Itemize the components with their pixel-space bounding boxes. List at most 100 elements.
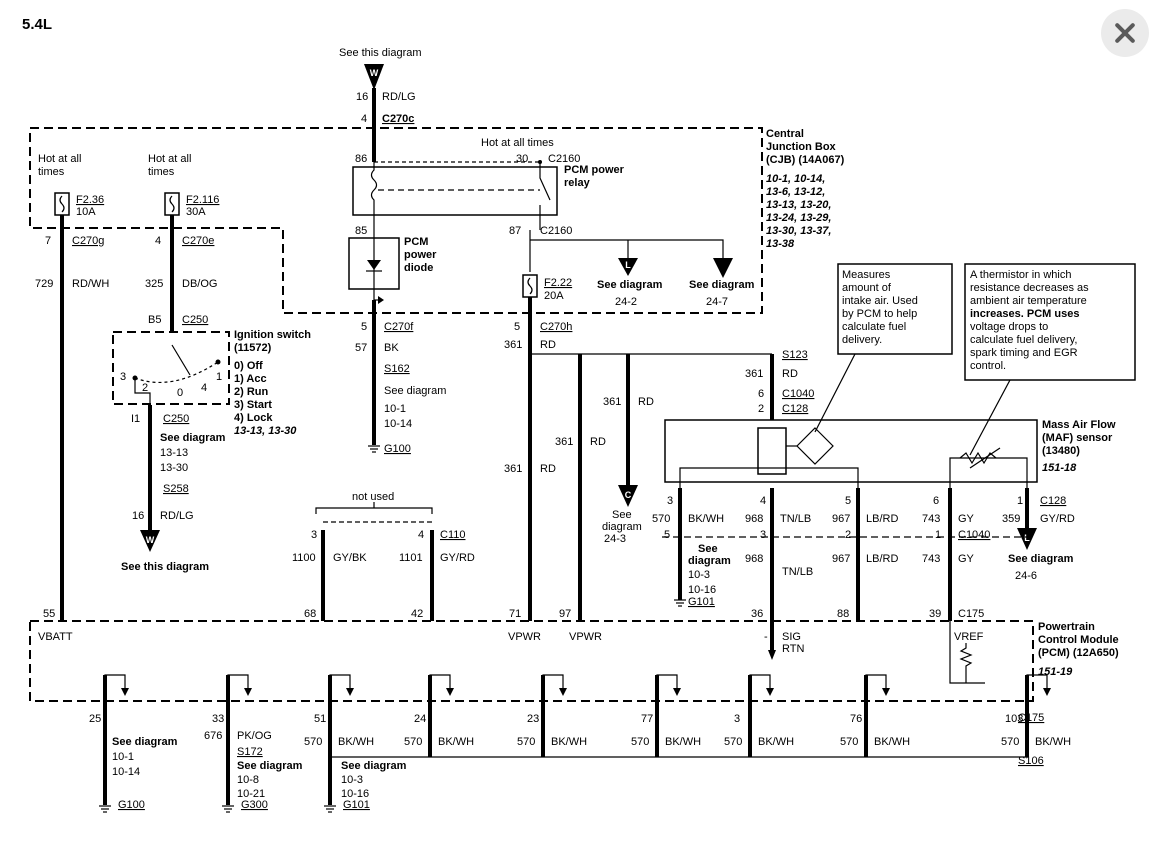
maf-ground: G101: [688, 596, 715, 608]
vpwr-see-1: See: [612, 509, 632, 521]
top-see-label: See this diagram: [339, 47, 422, 59]
bat-color: BK: [384, 342, 399, 354]
bottom-circuit: 570: [304, 736, 322, 748]
bottom-pin: 51: [314, 713, 326, 725]
maf-pin-4: 4: [760, 495, 766, 507]
pcm-conn: C175: [958, 608, 984, 620]
vpwr-c2: 361: [555, 436, 573, 448]
relay-pin86: 86: [355, 153, 367, 165]
ign-see-3: 13-30: [160, 462, 188, 474]
bottom-color: BK/WH: [1035, 736, 1071, 748]
note1-5: calculate fuel: [842, 321, 906, 333]
arrow-icon: [882, 688, 890, 696]
connector-arrow-solid: [713, 258, 733, 278]
ign-out-link: [134, 378, 151, 410]
wire-color: RD/LG: [382, 91, 416, 103]
wire-num: 16: [356, 91, 368, 103]
bat-see-1: See diagram: [384, 385, 446, 397]
maf-c967-2: LB/RD: [866, 553, 898, 565]
ign-switch-arm: [171, 344, 191, 376]
hot1-pin: 7: [45, 235, 51, 247]
vref-resistor-icon: [949, 621, 985, 684]
connector-letter: W: [370, 68, 379, 78]
maf-bridge-icon: [796, 427, 834, 465]
hot1-fuse: F2.36: [76, 194, 104, 206]
connector-arrow-l: [618, 258, 638, 276]
cjb-ref-5: 13-30, 13-37,: [766, 225, 831, 237]
s172: S172: [237, 746, 263, 758]
maf-w967: 967: [832, 513, 850, 525]
notused-pcm2: 42: [411, 608, 423, 620]
bottom-circuit: 570: [517, 736, 535, 748]
arrow-icon: [1043, 688, 1051, 696]
bottom-pin: 103: [1005, 713, 1023, 725]
g2-see-3: 10-21: [237, 788, 265, 800]
maf-element: [757, 427, 787, 475]
vpwr-c1: 361: [504, 463, 522, 475]
pcm-pin36: 36: [751, 608, 763, 620]
maf-c570: BK/WH: [688, 513, 724, 525]
notused-pin4: 4: [418, 529, 424, 541]
ign-pos-0: 0) Off: [234, 360, 263, 372]
close-button[interactable]: [1101, 9, 1149, 57]
s123-pin2: 2: [758, 403, 764, 415]
pcm-outline: [29, 620, 1034, 702]
pcm-pin39: 39: [929, 608, 941, 620]
ign-conn: C250: [182, 314, 208, 326]
ign-color: RD/LG: [160, 510, 194, 522]
maf-w570: 570: [652, 513, 670, 525]
bottom-pin: 25: [89, 713, 101, 725]
maf-see-1: See: [698, 543, 718, 555]
bottom-circuit: 570: [1001, 736, 1019, 748]
engine-label: 5.4L: [22, 16, 53, 33]
fuse222-see1-a: See diagram: [597, 279, 663, 291]
note1-6: delivery.: [842, 334, 882, 346]
cjb-ref-1: 10-1, 10-14,: [766, 173, 825, 185]
ground-icon: [368, 445, 380, 453]
maf-letter: L: [1024, 533, 1030, 543]
s123-splice: S123: [782, 349, 808, 361]
hot1-label-2: times: [38, 166, 65, 178]
hot2-color: DB/OG: [182, 278, 217, 290]
fuse222-see2-b: 24-7: [706, 296, 728, 308]
relay-conn87: C2160: [540, 225, 572, 237]
hot2-label-1: Hot at all: [148, 153, 191, 165]
bat-circuit: 57: [355, 342, 367, 354]
bottom-pin: 23: [527, 713, 539, 725]
bottom-color: BK/WH: [665, 736, 701, 748]
g2-see-1: See diagram: [237, 760, 303, 772]
ign-pos-3: 3) Start: [234, 399, 272, 411]
ign-splice: S258: [163, 483, 189, 495]
note2-4: increases. PCM uses: [970, 308, 1079, 320]
g1-ground: G100: [118, 799, 145, 811]
bottom-pin: 33: [212, 713, 224, 725]
hot1-color: RD/WH: [72, 278, 109, 290]
bottom-pin: 24: [414, 713, 426, 725]
bottom-color: BK/WH: [338, 736, 374, 748]
ign-pin-4: 4: [201, 382, 207, 394]
ign-pos-2: 2) Run: [234, 386, 269, 398]
cjb-ref-3: 13-13, 13-20,: [766, 199, 831, 211]
g3-see-1: See diagram: [341, 760, 407, 772]
maf-pin-1: 1: [1017, 495, 1023, 507]
mid-conn: C1040: [958, 529, 990, 541]
hot2-circuit: 325: [145, 278, 163, 290]
vpwr-col2: RD: [590, 436, 606, 448]
ign-pin-2: 2: [142, 382, 148, 394]
notused-bracket: [315, 502, 433, 514]
pcm-sig-2: RTN: [782, 643, 804, 655]
arrow-icon: [673, 688, 681, 696]
maf-see-l-2: 24-6: [1015, 570, 1037, 582]
pcm-pin88: 88: [837, 608, 849, 620]
cjb-ref-2: 13-6, 13-12,: [766, 186, 825, 198]
pin: 4: [361, 113, 367, 125]
relay-name-1: PCM power: [564, 164, 625, 176]
mid-pin-5: 5: [664, 529, 670, 541]
fuse222-see2-a: See diagram: [689, 279, 755, 291]
ign-pin-0: 0: [177, 387, 183, 399]
connector-arrow-l-2: [1017, 528, 1037, 550]
vpwr-col3: RD: [638, 396, 654, 408]
ign-switch-box: [112, 331, 230, 405]
cjb-title-3: (CJB) (14A067): [766, 154, 845, 166]
ign-refs: 13-13, 13-30: [234, 425, 297, 437]
